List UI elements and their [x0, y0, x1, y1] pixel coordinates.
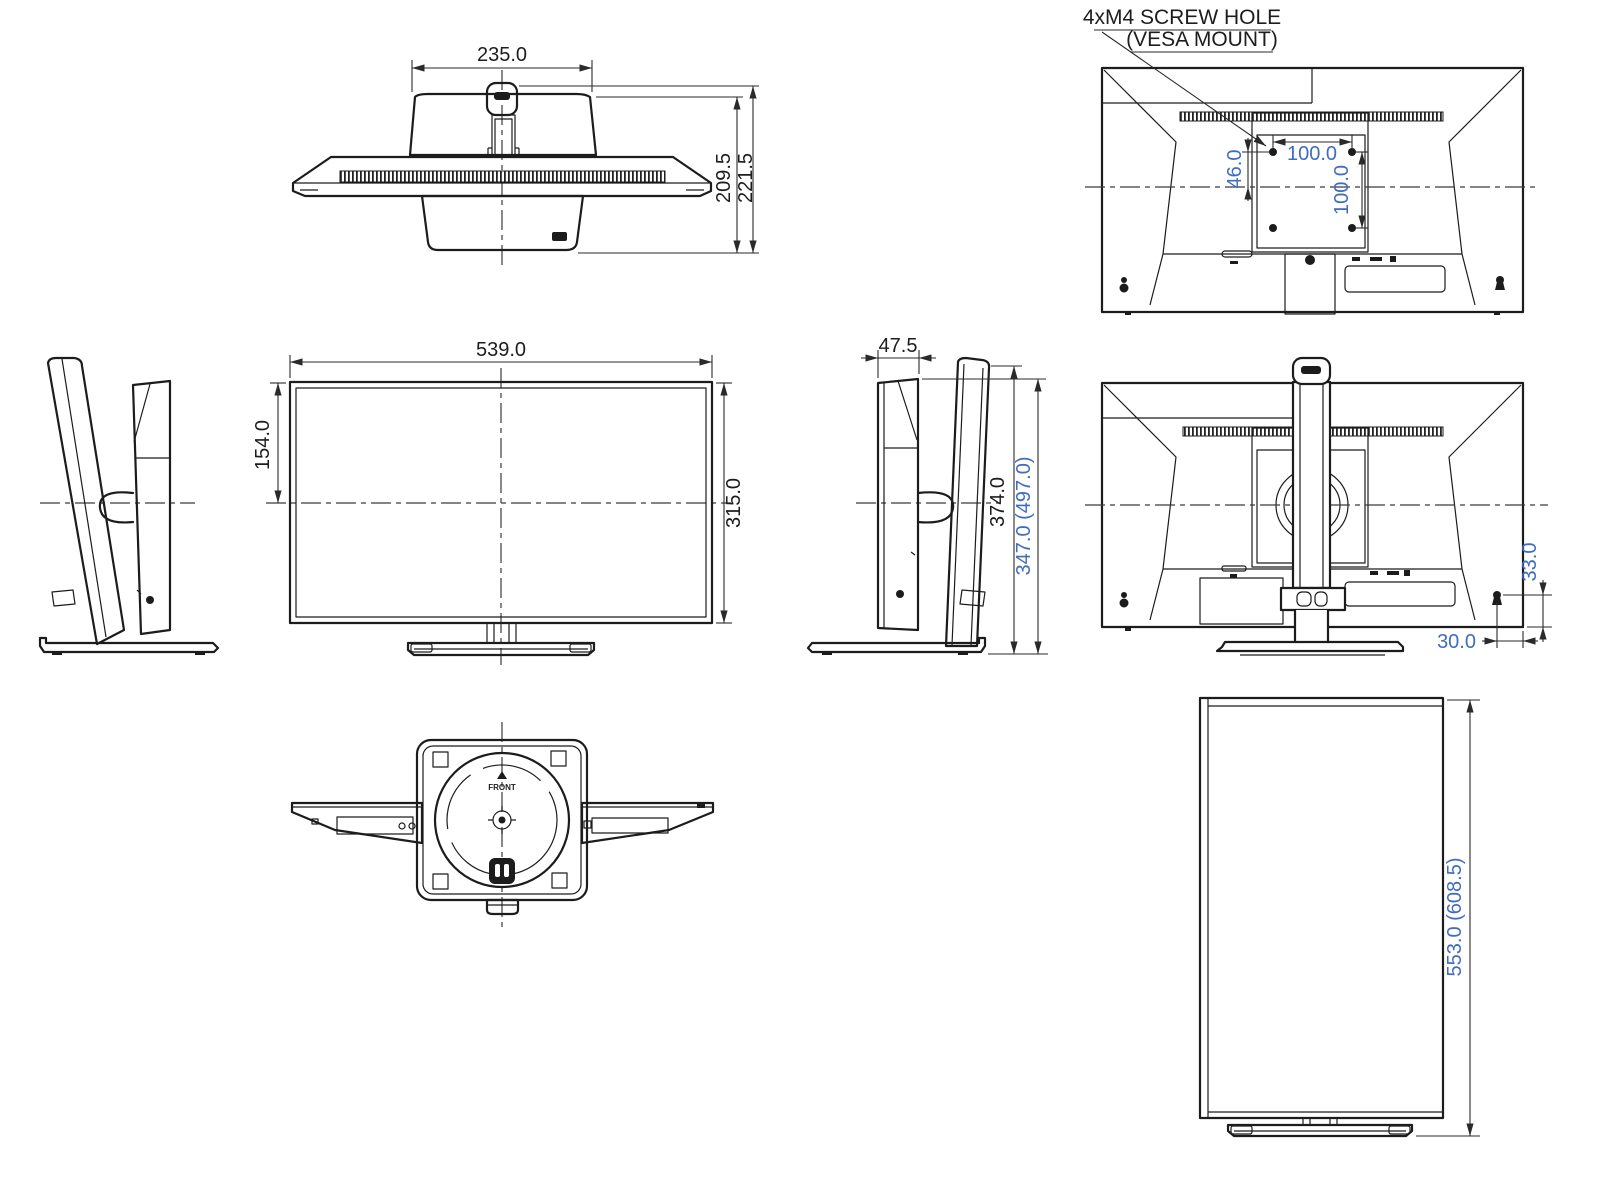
- dim-vesa-width: 100.0: [1287, 143, 1337, 165]
- dim-front-height: 315.0: [723, 478, 745, 528]
- swivel-turntable: [433, 751, 571, 889]
- bottom-view: FRONT: [290, 722, 715, 930]
- dim-top-width: 235.0: [477, 44, 527, 66]
- lock-icon: [1390, 256, 1396, 262]
- dim-vesa-height: 100.0: [1331, 165, 1353, 215]
- vent-strip: [1179, 111, 1444, 122]
- dim-front-width: 539.0: [476, 339, 526, 361]
- vesa-screw-hole: [1348, 148, 1356, 156]
- front-label: FRONT: [488, 783, 516, 792]
- dim-portrait-height: 553.0 (608.5): [1444, 858, 1466, 977]
- vent-strip: [339, 170, 666, 183]
- portrait-view: 553.0 (608.5): [1198, 696, 1480, 1138]
- stand-column: [1291, 380, 1332, 590]
- dim-lock-horizontal: 30.0: [1437, 631, 1476, 653]
- left-side-view: [38, 356, 220, 655]
- dim-front-center-top: 154.0: [252, 420, 274, 470]
- brand-logo: [1301, 366, 1321, 374]
- vesa-screw-hole: [1269, 148, 1277, 156]
- vesa-screw-hole: [1269, 224, 1277, 232]
- dim-side-overall-height: 374.0: [987, 477, 1009, 527]
- vesa-screw-hole: [1348, 224, 1356, 232]
- front-view: 539.0 154.0 315.0: [252, 339, 745, 665]
- dim-top-depth-total: 221.5: [735, 153, 757, 203]
- dim-side-panel-height: 347.0 (497.0): [1013, 457, 1035, 576]
- rear-view-stand: 33.0 30.0: [1085, 356, 1552, 656]
- right-side-view: 47.5 374.0 347.0 (497.0): [806, 335, 1048, 655]
- dim-vesa-offset: 46.0: [1224, 150, 1246, 189]
- top-view: 235.0 209.5 221.5: [291, 44, 759, 268]
- screen-outline: [288, 380, 714, 625]
- rear-view-vesa: 4xM4 SCREW HOLE (VESA MOUNT) 100.0 100.0…: [1083, 6, 1540, 315]
- dim-top-depth-inner: 209.5: [713, 153, 735, 203]
- lock-icon: [1404, 570, 1410, 576]
- release-latch: [489, 858, 515, 884]
- dim-side-depth: 47.5: [879, 335, 918, 357]
- front-arrow-icon: [497, 771, 507, 779]
- vesa-note-line1: 4xM4 SCREW HOLE: [1083, 6, 1281, 29]
- brand-logo: [552, 232, 567, 241]
- vesa-note-line2: (VESA MOUNT): [1126, 28, 1278, 51]
- dim-lock-vertical: 33.0: [1519, 543, 1541, 582]
